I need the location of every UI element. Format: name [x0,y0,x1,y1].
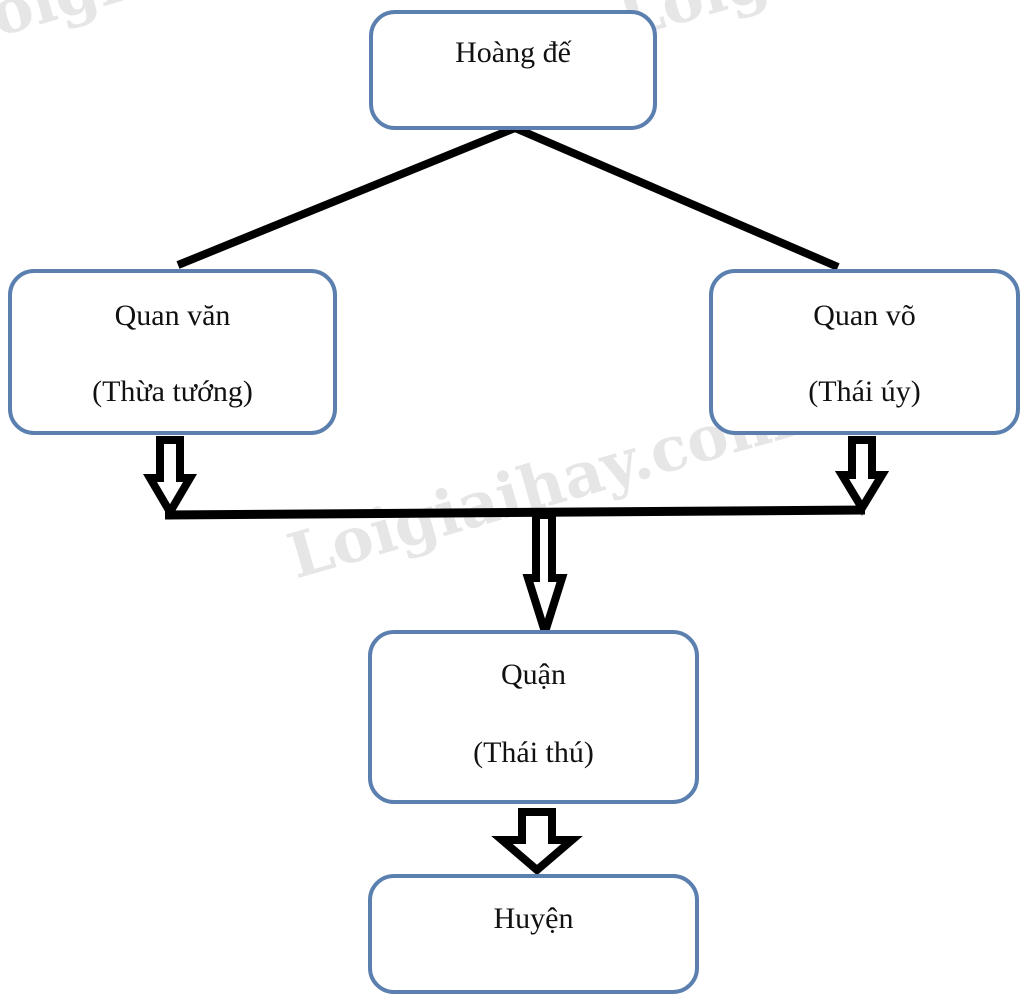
arrow-to-county [491,808,583,876]
edge-emperor-civil [176,124,517,269]
node-county: Huyện [368,874,699,994]
node-commandery-title: Quận [501,658,566,691]
node-civil-title: Quan văn [114,299,231,332]
node-civil-official: Quan văn (Thừa tướng) [8,269,337,435]
node-commandery-subtitle: (Thái thú) [473,736,594,769]
node-emperor-title: Hoàng đế [455,36,571,69]
node-military-official: Quan võ (Thái úy) [709,269,1020,435]
arrow-military-down [834,436,890,516]
node-military-title: Quan võ [813,299,916,332]
connectors [143,124,890,876]
node-commandery: Quận (Thái thú) [368,630,699,804]
node-county-title: Huyện [493,902,574,935]
arrow-civil-down [143,436,197,520]
node-civil-subtitle: (Thừa tướng) [92,375,253,408]
arrow-to-commandery [522,511,568,646]
node-military-subtitle: (Thái úy) [808,375,921,408]
join-line [164,505,866,520]
edge-emperor-military [513,124,840,271]
node-emperor: Hoàng đế [369,10,657,130]
